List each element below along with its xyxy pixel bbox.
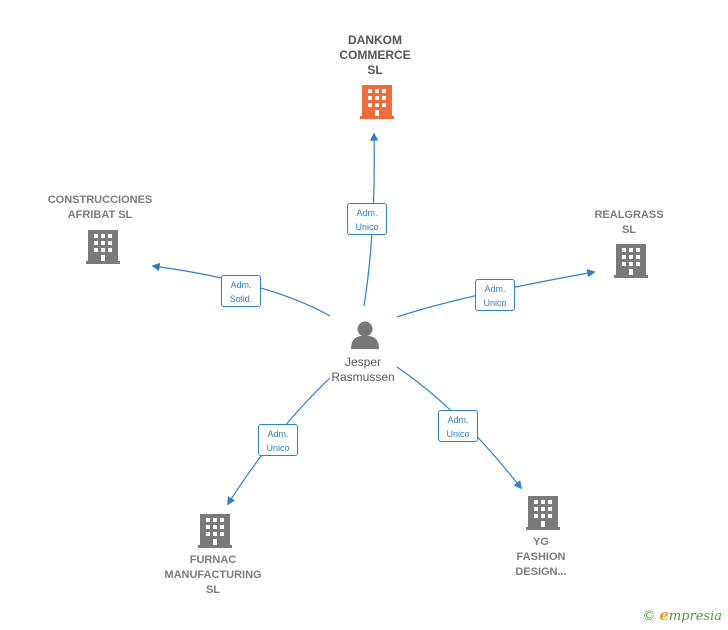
edges-layer [151,132,596,506]
building-icon [614,244,648,278]
building-icon [198,514,232,548]
edge-label-line: Adm. [484,284,506,294]
edge-label-line: Adm. [230,280,252,290]
node-label-realgrass[interactable]: REALGRASS SL [594,208,663,238]
node-label-line: SL [205,584,221,596]
edge-label-line: Adm. [447,415,469,425]
node-label-line: YG [533,536,549,548]
edge-label-realgrass: Adm. Unico [475,279,515,311]
edge-label-construcciones: Adm. Solid. [221,275,261,307]
node-label-line: FASHION [516,551,566,563]
person-icon [351,321,379,349]
edge-label-yg: Adm. Unico [438,410,478,442]
edge-label-furnac: Adm. Unico [258,424,298,456]
edge-label-dankom: Adm. Unico [347,203,387,235]
edge-label-line: Solid. [229,294,253,304]
node-label-dankom[interactable]: DANKOM COMMERCE SL [339,33,410,78]
person-label[interactable]: Jesper Rasmussen [331,355,394,385]
node-label-line: COMMERCE [339,48,411,62]
node-label-yg[interactable]: YG FASHION DESIGN... [515,535,566,580]
building-icon [86,230,120,264]
brand-rest: mpresia [668,609,722,624]
node-label-line: DANKOM [348,33,402,47]
person-first-name: Jesper [344,355,382,369]
node-label-line: SL [621,224,637,236]
node-label-construcciones[interactable]: CONSTRUCCIONES AFRIBAT SL [48,193,153,223]
edge-label-line: Unico [483,298,507,308]
edge-label-line: Unico [446,429,470,439]
node-label-line: FURNAC [189,554,237,566]
node-label-line: SL [367,63,383,77]
building-icon [526,496,560,530]
node-label-line: CONSTRUCCIONES [47,194,153,206]
copyright-icon: © [642,609,656,624]
brand-e: e [659,606,669,624]
node-label-line: REALGRASS [594,209,664,221]
node-label-line: MANUFACTURING [164,569,262,581]
node-label-line: AFRIBAT SL [67,209,133,221]
building-icon [360,85,394,119]
edge-label-line: Adm. [356,208,378,218]
brand-watermark: ©empresia [642,606,722,624]
node-label-line: DESIGN... [515,566,567,578]
node-label-furnac[interactable]: FURNAC MANUFACTURING SL [164,553,261,598]
person-last-name: Rasmussen [331,370,395,384]
edge-label-line: Unico [266,443,290,453]
edge-label-line: Adm. [267,429,289,439]
edge-label-line: Unico [355,222,379,232]
